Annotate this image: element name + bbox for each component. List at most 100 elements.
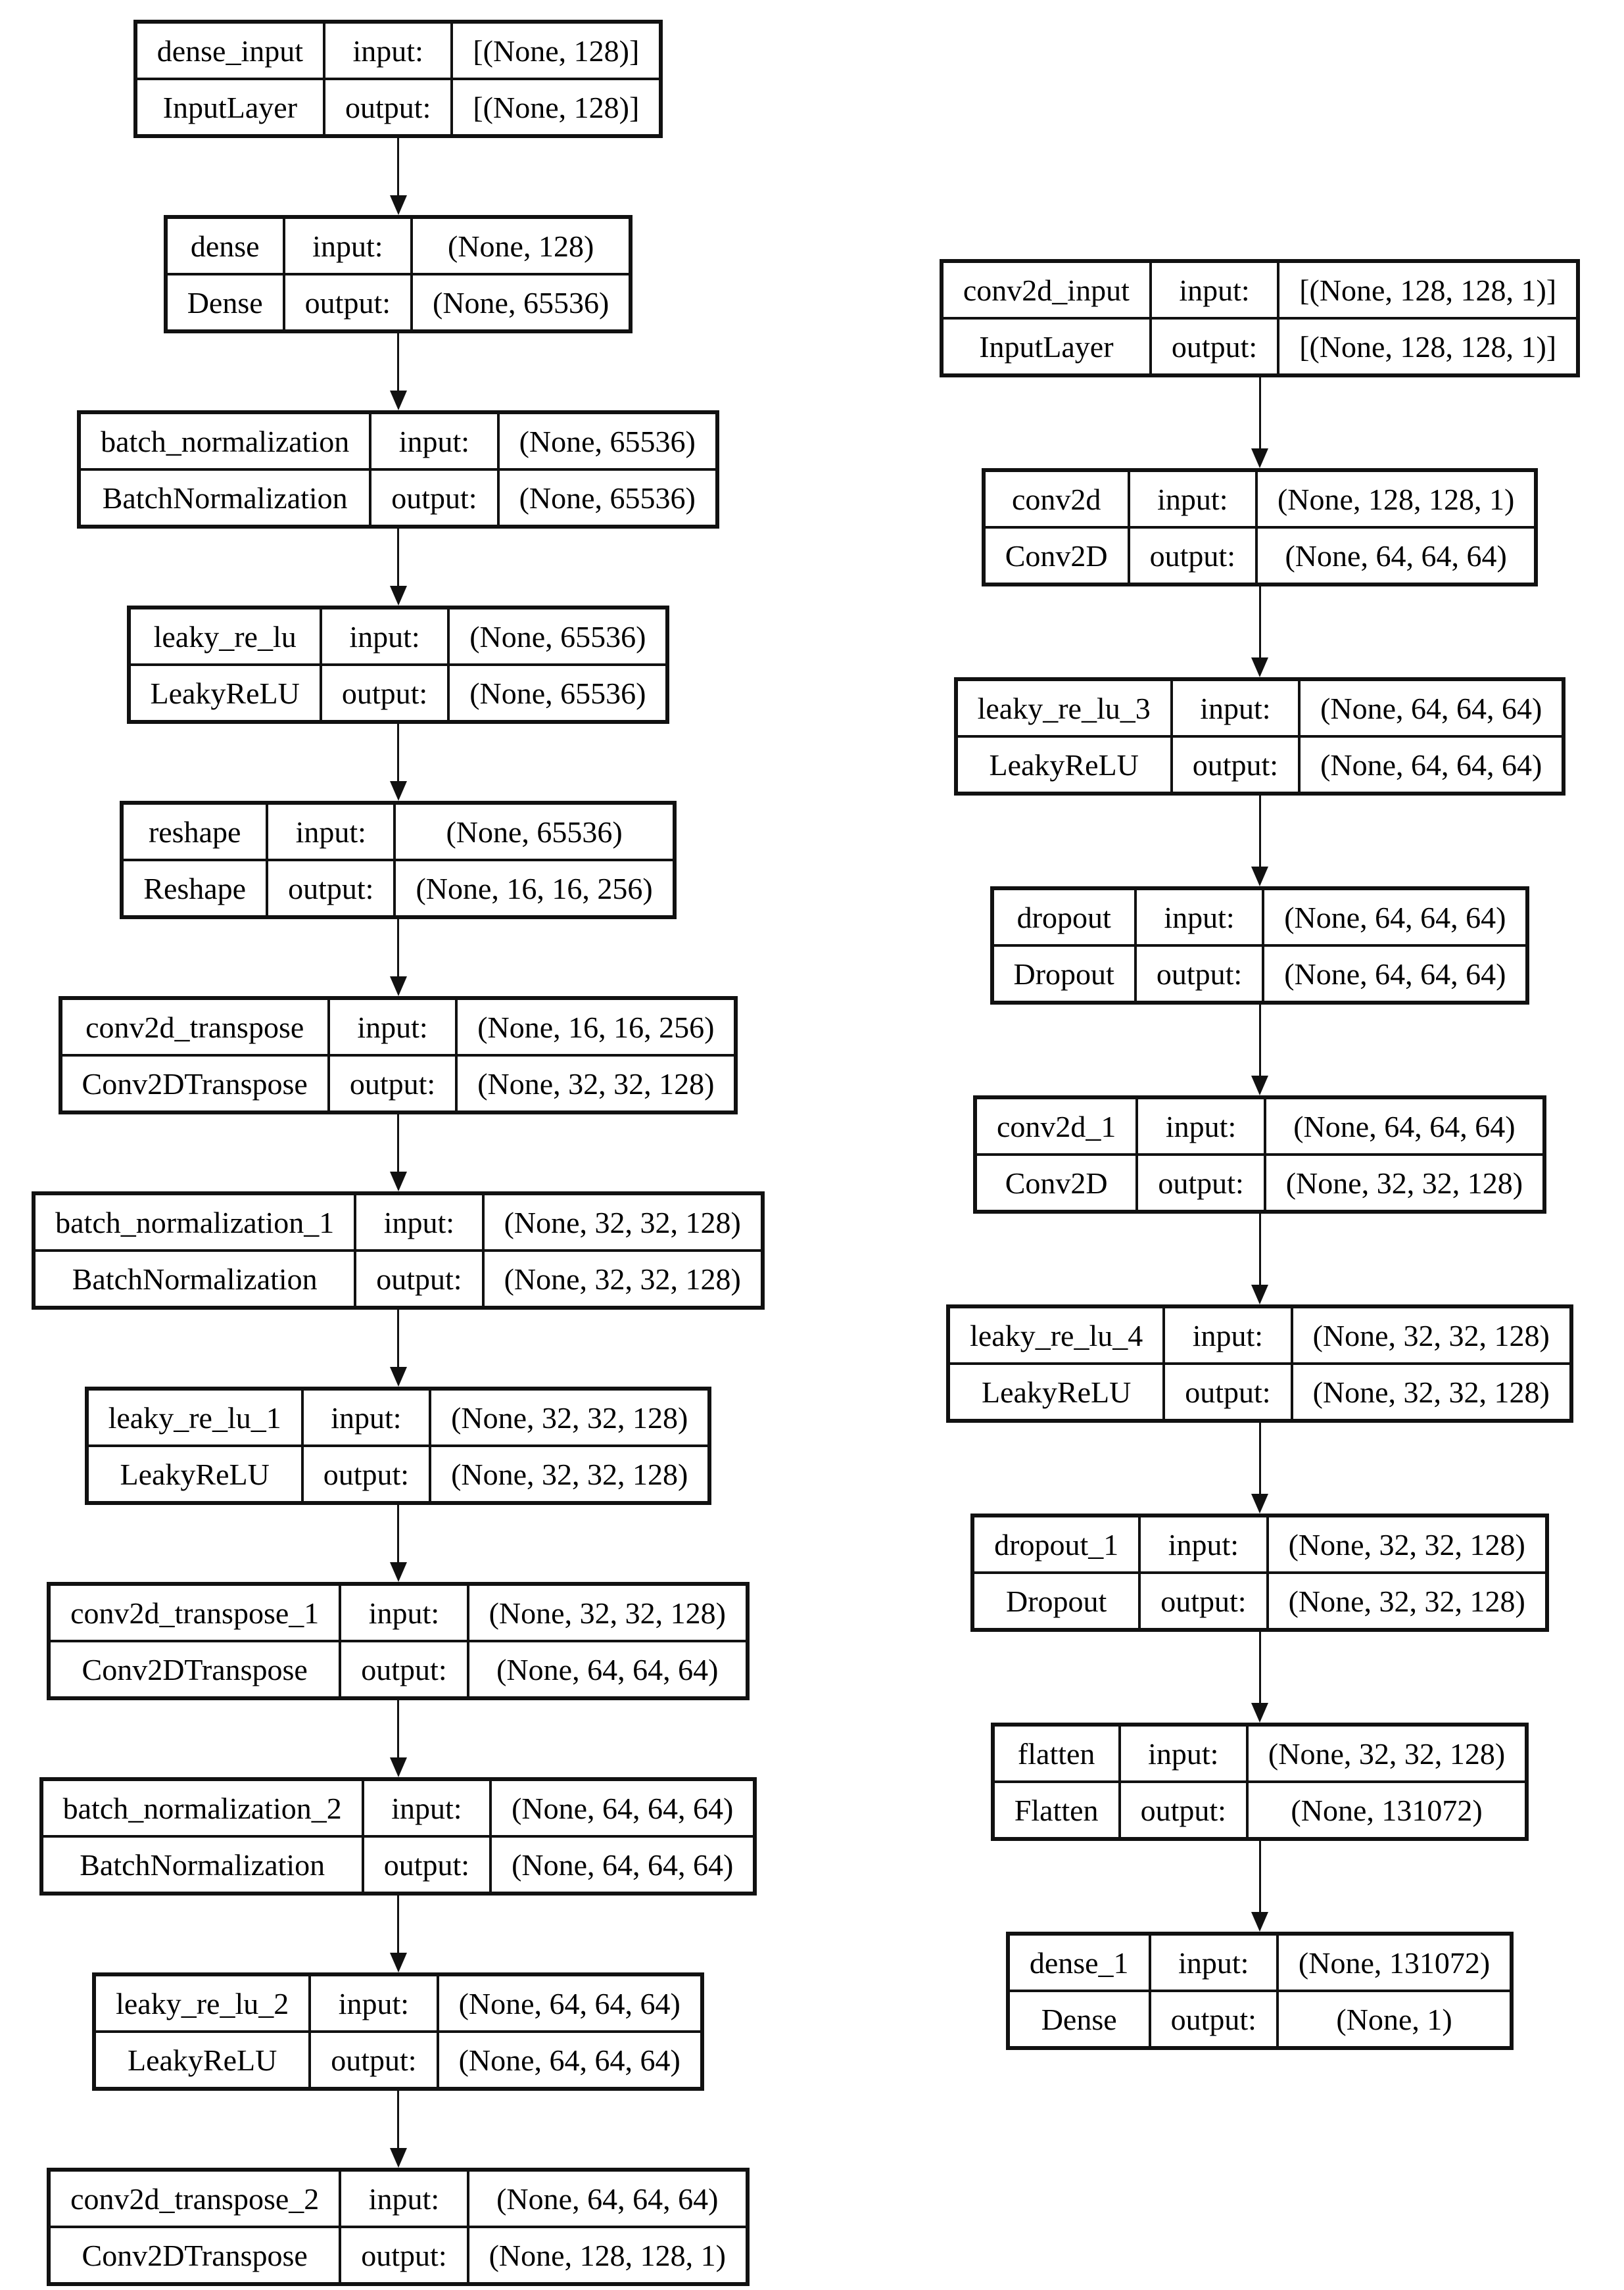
layer-name-cell: leaky_re_lu_1 — [85, 1387, 304, 1447]
arrowhead-icon — [389, 1953, 407, 1972]
layer-name-cell: batch_normalization — [78, 411, 372, 471]
edge-line — [1258, 586, 1261, 658]
output-shape-cell: (None, 32, 32, 128) — [429, 1444, 711, 1504]
arrowhead-icon — [389, 1562, 407, 1582]
arrowhead-icon — [1251, 867, 1268, 886]
output-shape-cell: (None, 16, 16, 256) — [393, 859, 676, 918]
input-shape-cell: (None, 32, 32, 128) — [466, 1583, 749, 1642]
output-shape-cell: (None, 32, 32, 128) — [455, 1054, 738, 1114]
edge-line — [397, 529, 399, 586]
output-label-cell: output: — [266, 859, 396, 918]
arrowhead-icon — [1251, 657, 1268, 677]
output-shape-cell: (None, 65536) — [410, 273, 633, 333]
edge-line — [1258, 1005, 1261, 1076]
input-shape-cell: (None, 65536) — [447, 606, 669, 666]
edge-arrow — [1251, 1214, 1268, 1304]
edge-arrow — [389, 1896, 407, 1972]
layer-class-cell: BatchNormalization — [32, 1249, 357, 1309]
output-shape-cell: (None, 64, 64, 64) — [436, 2030, 704, 2090]
arrowhead-icon — [389, 586, 407, 606]
edge-line — [397, 724, 399, 782]
input-shape-cell: (None, 65536) — [496, 411, 719, 471]
input-shape-cell: (None, 32, 32, 128) — [429, 1387, 711, 1447]
input-label-cell: input: — [1118, 1723, 1249, 1783]
edge-arrow — [389, 724, 407, 801]
layer-name-cell: conv2d_transpose_2 — [47, 2168, 342, 2228]
edge-line — [1258, 377, 1261, 449]
arrowhead-icon — [389, 391, 407, 410]
arrowhead-icon — [1251, 1912, 1268, 1932]
output-label-cell: output: — [1138, 1571, 1269, 1631]
input-label-cell: input: — [327, 997, 458, 1057]
arrowhead-icon — [389, 1367, 407, 1387]
layer-name-cell: conv2d_1 — [973, 1096, 1139, 1156]
output-label-cell: output: — [1135, 1153, 1266, 1213]
output-shape-cell: (None, 32, 32, 128) — [1263, 1153, 1546, 1213]
layer-class-cell: Conv2D — [982, 526, 1130, 586]
edge-arrow — [389, 333, 407, 410]
input-shape-cell: (None, 64, 64, 64) — [436, 1973, 704, 2033]
input-shape-cell: (None, 64, 64, 64) — [1263, 1096, 1546, 1156]
output-shape-cell: (None, 128, 128, 1) — [466, 2226, 749, 2285]
edge-arrow — [1251, 377, 1268, 468]
layer-class-cell: LeakyReLU — [85, 1444, 304, 1504]
edge-line — [397, 138, 399, 196]
layer-class-cell: Dropout — [971, 1571, 1141, 1631]
arrowhead-icon — [389, 781, 407, 801]
layer-class-cell: Dropout — [990, 944, 1137, 1004]
input-shape-cell: (None, 32, 32, 128) — [1290, 1305, 1573, 1365]
output-shape-cell: [(None, 128, 128, 1)] — [1277, 317, 1580, 377]
edge-line — [397, 1310, 399, 1368]
layer-class-cell: LeakyReLU — [93, 2030, 312, 2090]
output-label-cell: output: — [369, 468, 500, 528]
output-label-cell: output: — [300, 1444, 432, 1504]
edge-arrow — [1251, 1632, 1268, 1723]
edge-arrow — [389, 138, 407, 215]
layer-class-cell: Dense — [164, 273, 285, 333]
output-label-cell: output: — [319, 663, 450, 723]
edge-line — [397, 1896, 399, 1953]
input-label-cell: input: — [1127, 469, 1258, 529]
output-shape-cell: (None, 64, 64, 64) — [466, 1640, 749, 1700]
output-label-cell: output: — [1149, 317, 1280, 377]
edge-line — [397, 919, 399, 977]
edge-arrow — [389, 2091, 407, 2168]
edge-line — [1258, 1423, 1261, 1494]
input-shape-cell: (None, 131072) — [1276, 1932, 1514, 1992]
output-label-cell: output: — [339, 2226, 469, 2285]
input-label-cell: input: — [266, 801, 396, 861]
layer-name-cell: leaky_re_lu_4 — [947, 1305, 1166, 1365]
output-label-cell: output: — [361, 1835, 492, 1895]
edge-line — [1258, 1632, 1261, 1704]
edge-arrow — [1251, 1841, 1268, 1932]
output-shape-cell: (None, 64, 64, 64) — [1298, 735, 1565, 795]
layer-name-cell: conv2d_transpose_1 — [47, 1583, 342, 1642]
output-label-cell: output: — [354, 1249, 485, 1309]
output-label-cell: output: — [1134, 944, 1265, 1004]
input-label-cell: input: — [1135, 1096, 1266, 1156]
edge-arrow — [1251, 1005, 1268, 1095]
layer-class-cell: Dense — [1006, 1990, 1151, 2049]
edge-arrow — [389, 529, 407, 606]
layer-name-cell: dense_input — [133, 20, 326, 80]
input-label-cell: input: — [1170, 678, 1301, 738]
edge-line — [397, 1700, 399, 1758]
input-label-cell: input: — [339, 2168, 469, 2228]
input-shape-cell: (None, 32, 32, 128) — [481, 1192, 764, 1252]
output-shape-cell: (None, 32, 32, 128) — [1266, 1571, 1548, 1631]
edge-line — [397, 333, 399, 391]
layer-name-cell: dense_1 — [1006, 1932, 1151, 1992]
edge-line — [397, 1505, 399, 1563]
layer-name-cell: dropout_1 — [971, 1514, 1141, 1574]
edge-arrow — [389, 1505, 407, 1582]
output-label-cell: output: — [323, 78, 454, 137]
arrowhead-icon — [389, 976, 407, 996]
arrowhead-icon — [1251, 1285, 1268, 1304]
arrowhead-icon — [1251, 448, 1268, 468]
